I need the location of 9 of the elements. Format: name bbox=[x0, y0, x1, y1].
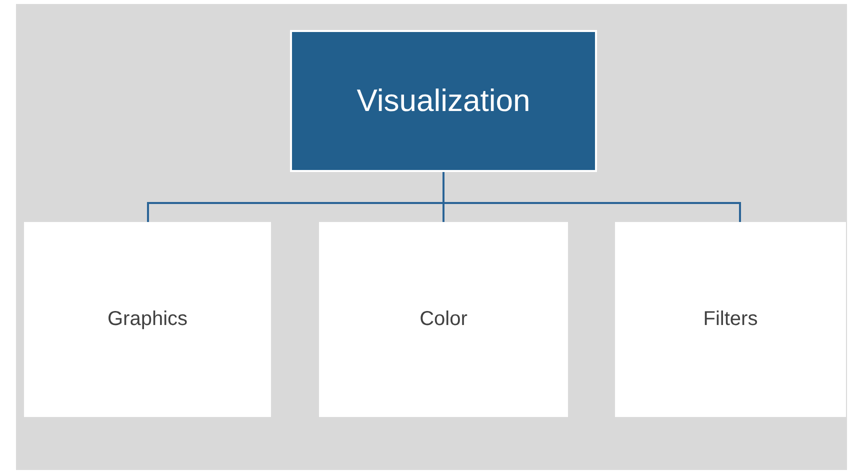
root-box bbox=[290, 30, 597, 172]
node-label: Graphics bbox=[107, 308, 188, 331]
child-box bbox=[615, 222, 846, 417]
connector-line bbox=[442, 172, 741, 222]
child-box bbox=[24, 222, 271, 417]
child-box bbox=[319, 222, 568, 417]
node-label: Color bbox=[420, 308, 468, 331]
node-label: Filters bbox=[703, 308, 758, 331]
node-label: Visualization bbox=[356, 83, 530, 119]
